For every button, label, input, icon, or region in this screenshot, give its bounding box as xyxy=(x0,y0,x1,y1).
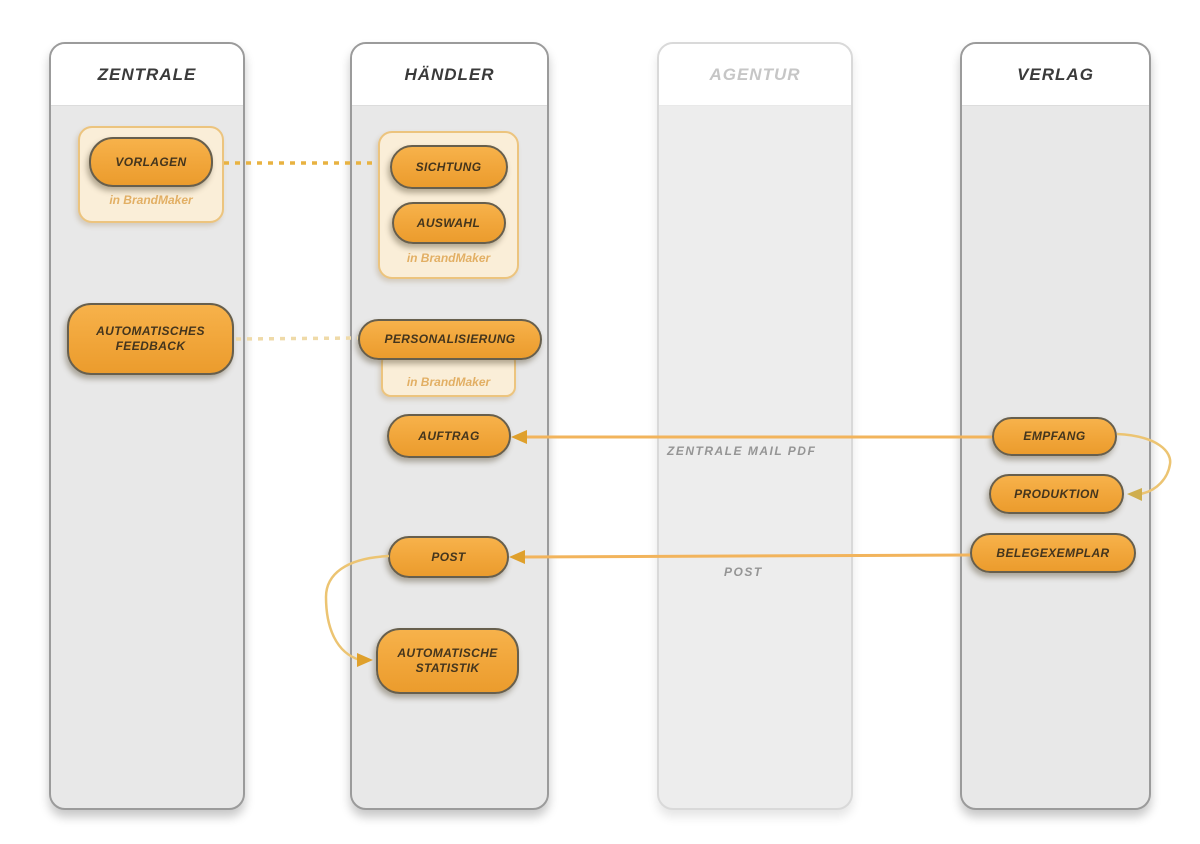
node-sichtung: SICHTUNG xyxy=(389,145,508,189)
column-header-agentur: AGENTUR xyxy=(659,44,851,106)
group-sichtung-sublabel: in BrandMaker xyxy=(406,251,491,265)
node-post: POST xyxy=(388,536,509,578)
column-title-zentrale: ZENTRALE xyxy=(97,64,197,84)
node-produktion: PRODUKTION xyxy=(989,474,1124,514)
node-belegexemplar: BELEGEXEMPLAR xyxy=(970,533,1136,573)
column-title-haendler: HÄNDLER xyxy=(404,64,495,84)
column-agentur: AGENTUR xyxy=(657,42,853,810)
group-sichtung-auswahl: SICHTUNG AUSWAHL in BrandMaker xyxy=(378,131,519,279)
column-header-verlag: VERLAG xyxy=(962,44,1149,106)
edge-label-zentrale-mail-pdf: ZENTRALE MAIL PDF xyxy=(667,444,817,458)
column-title-verlag: VERLAG xyxy=(1017,64,1094,84)
node-vorlagen-sublabel: in BrandMaker xyxy=(109,193,193,207)
node-personalisierung: PERSONALISIERUNG xyxy=(358,319,542,360)
node-automatisches-feedback: AUTOMATISCHES FEEDBACK xyxy=(67,303,234,375)
node-vorlagen: VORLAGEN xyxy=(89,137,213,187)
node-personalisierung-sublabel: in BrandMaker xyxy=(406,375,491,389)
node-auftrag: AUFTRAG xyxy=(387,414,511,458)
group-vorlagen-brandmaker: VORLAGEN in BrandMaker xyxy=(78,126,224,223)
node-automatische-statistik: AUTOMATISCHE STATISTIK xyxy=(376,628,519,694)
edge-label-post: POST xyxy=(724,565,763,579)
column-header-zentrale: ZENTRALE xyxy=(51,44,243,106)
edge-feedback-personalisierung xyxy=(235,336,359,341)
column-header-haendler: HÄNDLER xyxy=(352,44,547,106)
column-title-agentur: AGENTUR xyxy=(709,64,801,84)
node-auswahl: AUSWAHL xyxy=(391,202,506,244)
node-empfang: EMPFANG xyxy=(992,417,1117,456)
